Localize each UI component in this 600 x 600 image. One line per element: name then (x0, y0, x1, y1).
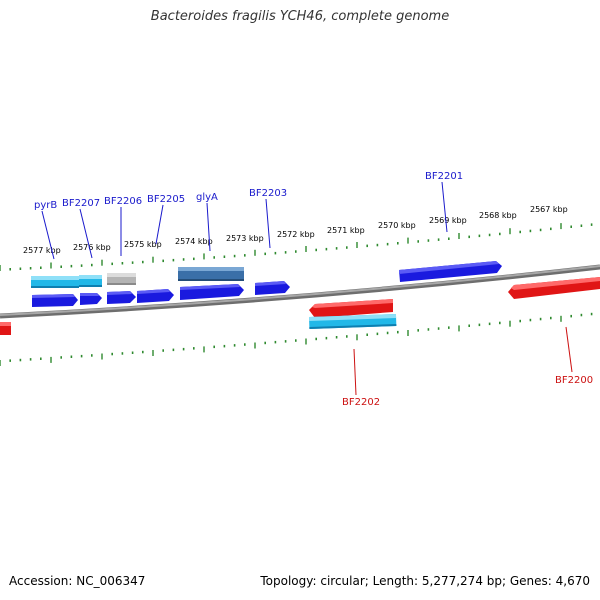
label-BF2205: BF2205 (147, 194, 185, 205)
gene-BF2203[interactable] (255, 281, 290, 295)
gene-pyrB-arrow[interactable] (32, 294, 78, 307)
gene-BF2205[interactable] (137, 289, 174, 303)
gene-glyA-operon[interactable] (178, 267, 244, 281)
accession-text: Accession: NC_006347 (9, 574, 146, 588)
kbp-label-2569: 2569 kbp (429, 216, 467, 225)
kbp-label-2567: 2567 kbp (530, 205, 568, 214)
outer-tick-track (0, 223, 593, 271)
forward-genes (31, 261, 502, 307)
gene-BF2207-cds[interactable] (79, 275, 102, 287)
label-leaders (41, 181, 573, 396)
label-pyrB: pyrB (34, 200, 57, 211)
inner-tick-track (0, 312, 593, 366)
gene-BF2206-pseudo[interactable] (107, 273, 136, 285)
kbp-label-2573: 2573 kbp (226, 234, 264, 243)
kbp-labels: 2577 kbp 2576 kbp 2575 kbp 2574 kbp 2573… (23, 205, 568, 255)
kbp-label-2576: 2576 kbp (73, 243, 111, 252)
reverse-genes (0, 277, 600, 335)
kbp-label-2572: 2572 kbp (277, 230, 315, 239)
gene-labels: pyrB BF2207 BF2206 BF2205 glyA BF2203 BF… (34, 171, 593, 408)
gene-pyrB[interactable] (31, 276, 79, 288)
label-glyA: glyA (196, 192, 218, 203)
kbp-label-2575: 2575 kbp (124, 240, 162, 249)
gene-BF2201[interactable] (399, 261, 502, 282)
label-BF2206: BF2206 (104, 196, 142, 207)
kbp-label-2574: 2574 kbp (175, 237, 213, 246)
label-BF2202: BF2202 (342, 397, 380, 408)
gene-BF2202[interactable] (309, 299, 393, 318)
genome-backbone (0, 264, 600, 319)
gene-glyA[interactable] (180, 284, 244, 300)
label-BF2200: BF2200 (555, 375, 593, 386)
kbp-label-2568: 2568 kbp (479, 211, 517, 220)
label-BF2207: BF2207 (62, 198, 100, 209)
gene-BF2202-cds[interactable] (308, 313, 397, 329)
gene-BF2200[interactable] (508, 277, 600, 299)
label-BF2201: BF2201 (425, 171, 463, 182)
kbp-label-2570: 2570 kbp (378, 221, 416, 230)
kbp-label-2571: 2571 kbp (327, 226, 365, 235)
gene-partial-left[interactable] (0, 322, 11, 335)
map-title: Bacteroides fragilis YCH46, complete gen… (150, 9, 450, 24)
kbp-label-2577: 2577 kbp (23, 246, 61, 255)
label-BF2203: BF2203 (249, 188, 287, 199)
gene-BF2206[interactable] (107, 291, 136, 304)
gene-BF2207[interactable] (80, 293, 102, 305)
genome-summary-text: Topology: circular; Length: 5,277,274 bp… (260, 574, 590, 588)
